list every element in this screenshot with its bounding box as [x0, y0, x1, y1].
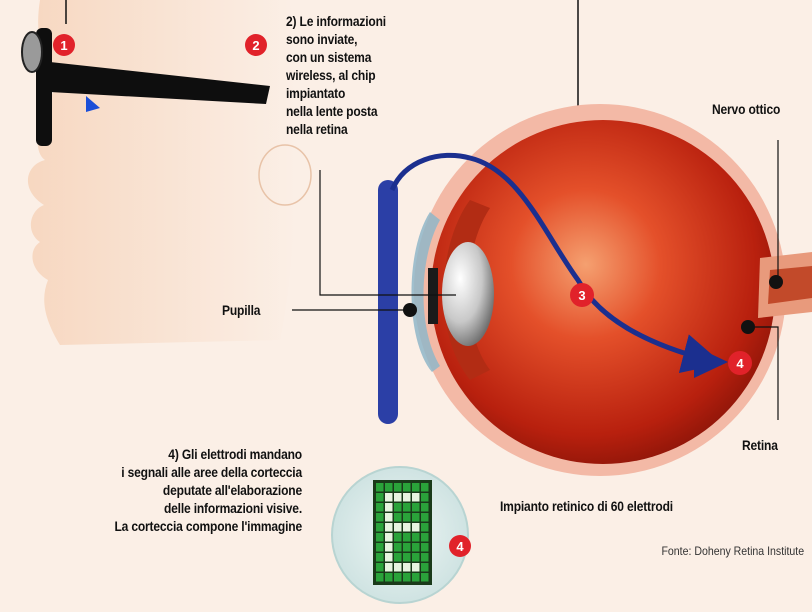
optic-nerve-label: Nervo ottico [712, 100, 780, 118]
marker-1-label: 1 [60, 38, 67, 53]
electrode [403, 553, 411, 562]
electrode [412, 493, 420, 502]
electrode [421, 533, 429, 542]
electrode [421, 563, 429, 572]
electrode [376, 533, 384, 542]
electrode [412, 503, 420, 512]
electrode [385, 513, 393, 522]
electrode [385, 483, 393, 492]
electrode [403, 563, 411, 572]
source-credit: Fonte: Doheny Retina Institute [661, 544, 804, 558]
step-4-description: 4) Gli elettrodi mandano i segnali alle … [27, 445, 302, 535]
implant-label: Impianto retinico di 60 elettrodi [500, 497, 673, 515]
electrode [376, 573, 384, 582]
electrode [394, 533, 402, 542]
electrode [385, 553, 393, 562]
electrode [376, 503, 384, 512]
electrode [394, 573, 402, 582]
marker-3-label: 3 [578, 288, 585, 303]
electrode [376, 563, 384, 572]
electrode [385, 503, 393, 512]
electrode [412, 483, 420, 492]
electrode [403, 513, 411, 522]
retina-label: Retina [742, 436, 778, 454]
step-2-description: 2) Le informazioni sono inviate, con un … [286, 12, 386, 138]
marker-3: 3 [570, 283, 594, 307]
electrode [421, 573, 429, 582]
electrode [412, 513, 420, 522]
electrode [403, 573, 411, 582]
optic-nerve-dot [769, 275, 783, 289]
electrode [421, 493, 429, 502]
electrode [394, 483, 402, 492]
marker-4-implant: 4 [449, 535, 471, 557]
electrode [385, 493, 393, 502]
electrode [376, 513, 384, 522]
electrode [385, 533, 393, 542]
electrode [412, 523, 420, 532]
pupil-dot [403, 303, 417, 317]
electrode [421, 503, 429, 512]
retina-dot [741, 320, 755, 334]
marker-4-retina: 4 [728, 351, 752, 375]
electrode [412, 573, 420, 582]
pupil-label: Pupilla [222, 301, 260, 319]
electrode [394, 503, 402, 512]
electrode [385, 523, 393, 532]
electrode [394, 513, 402, 522]
marker-1: 1 [53, 34, 75, 56]
electrode [403, 493, 411, 502]
electrode [376, 493, 384, 502]
electrode [403, 533, 411, 542]
electrode [394, 563, 402, 572]
electrode [376, 543, 384, 552]
electrode [394, 543, 402, 552]
electrode [403, 503, 411, 512]
electrode [403, 483, 411, 492]
electrode [376, 483, 384, 492]
retinal-implant-chip [332, 467, 468, 603]
electrode [394, 493, 402, 502]
electrode [421, 553, 429, 562]
electrode [394, 523, 402, 532]
electrode [412, 533, 420, 542]
electrode [385, 573, 393, 582]
electrode [385, 563, 393, 572]
marker-2: 2 [245, 34, 267, 56]
electrode [385, 543, 393, 552]
electrode [421, 513, 429, 522]
electrode [421, 483, 429, 492]
electrode [376, 553, 384, 562]
electrode [412, 543, 420, 552]
marker-2-label: 2 [252, 38, 259, 53]
electrode [412, 553, 420, 562]
electrode [394, 553, 402, 562]
electrode [421, 543, 429, 552]
electrode [376, 523, 384, 532]
marker-4-retina-label: 4 [736, 356, 744, 371]
marker-4-implant-label: 4 [456, 539, 464, 554]
electrode-grid [373, 480, 432, 585]
electrode [403, 543, 411, 552]
electrode [412, 563, 420, 572]
electrode [421, 523, 429, 532]
antenna-plate [378, 180, 398, 424]
electrode [403, 523, 411, 532]
